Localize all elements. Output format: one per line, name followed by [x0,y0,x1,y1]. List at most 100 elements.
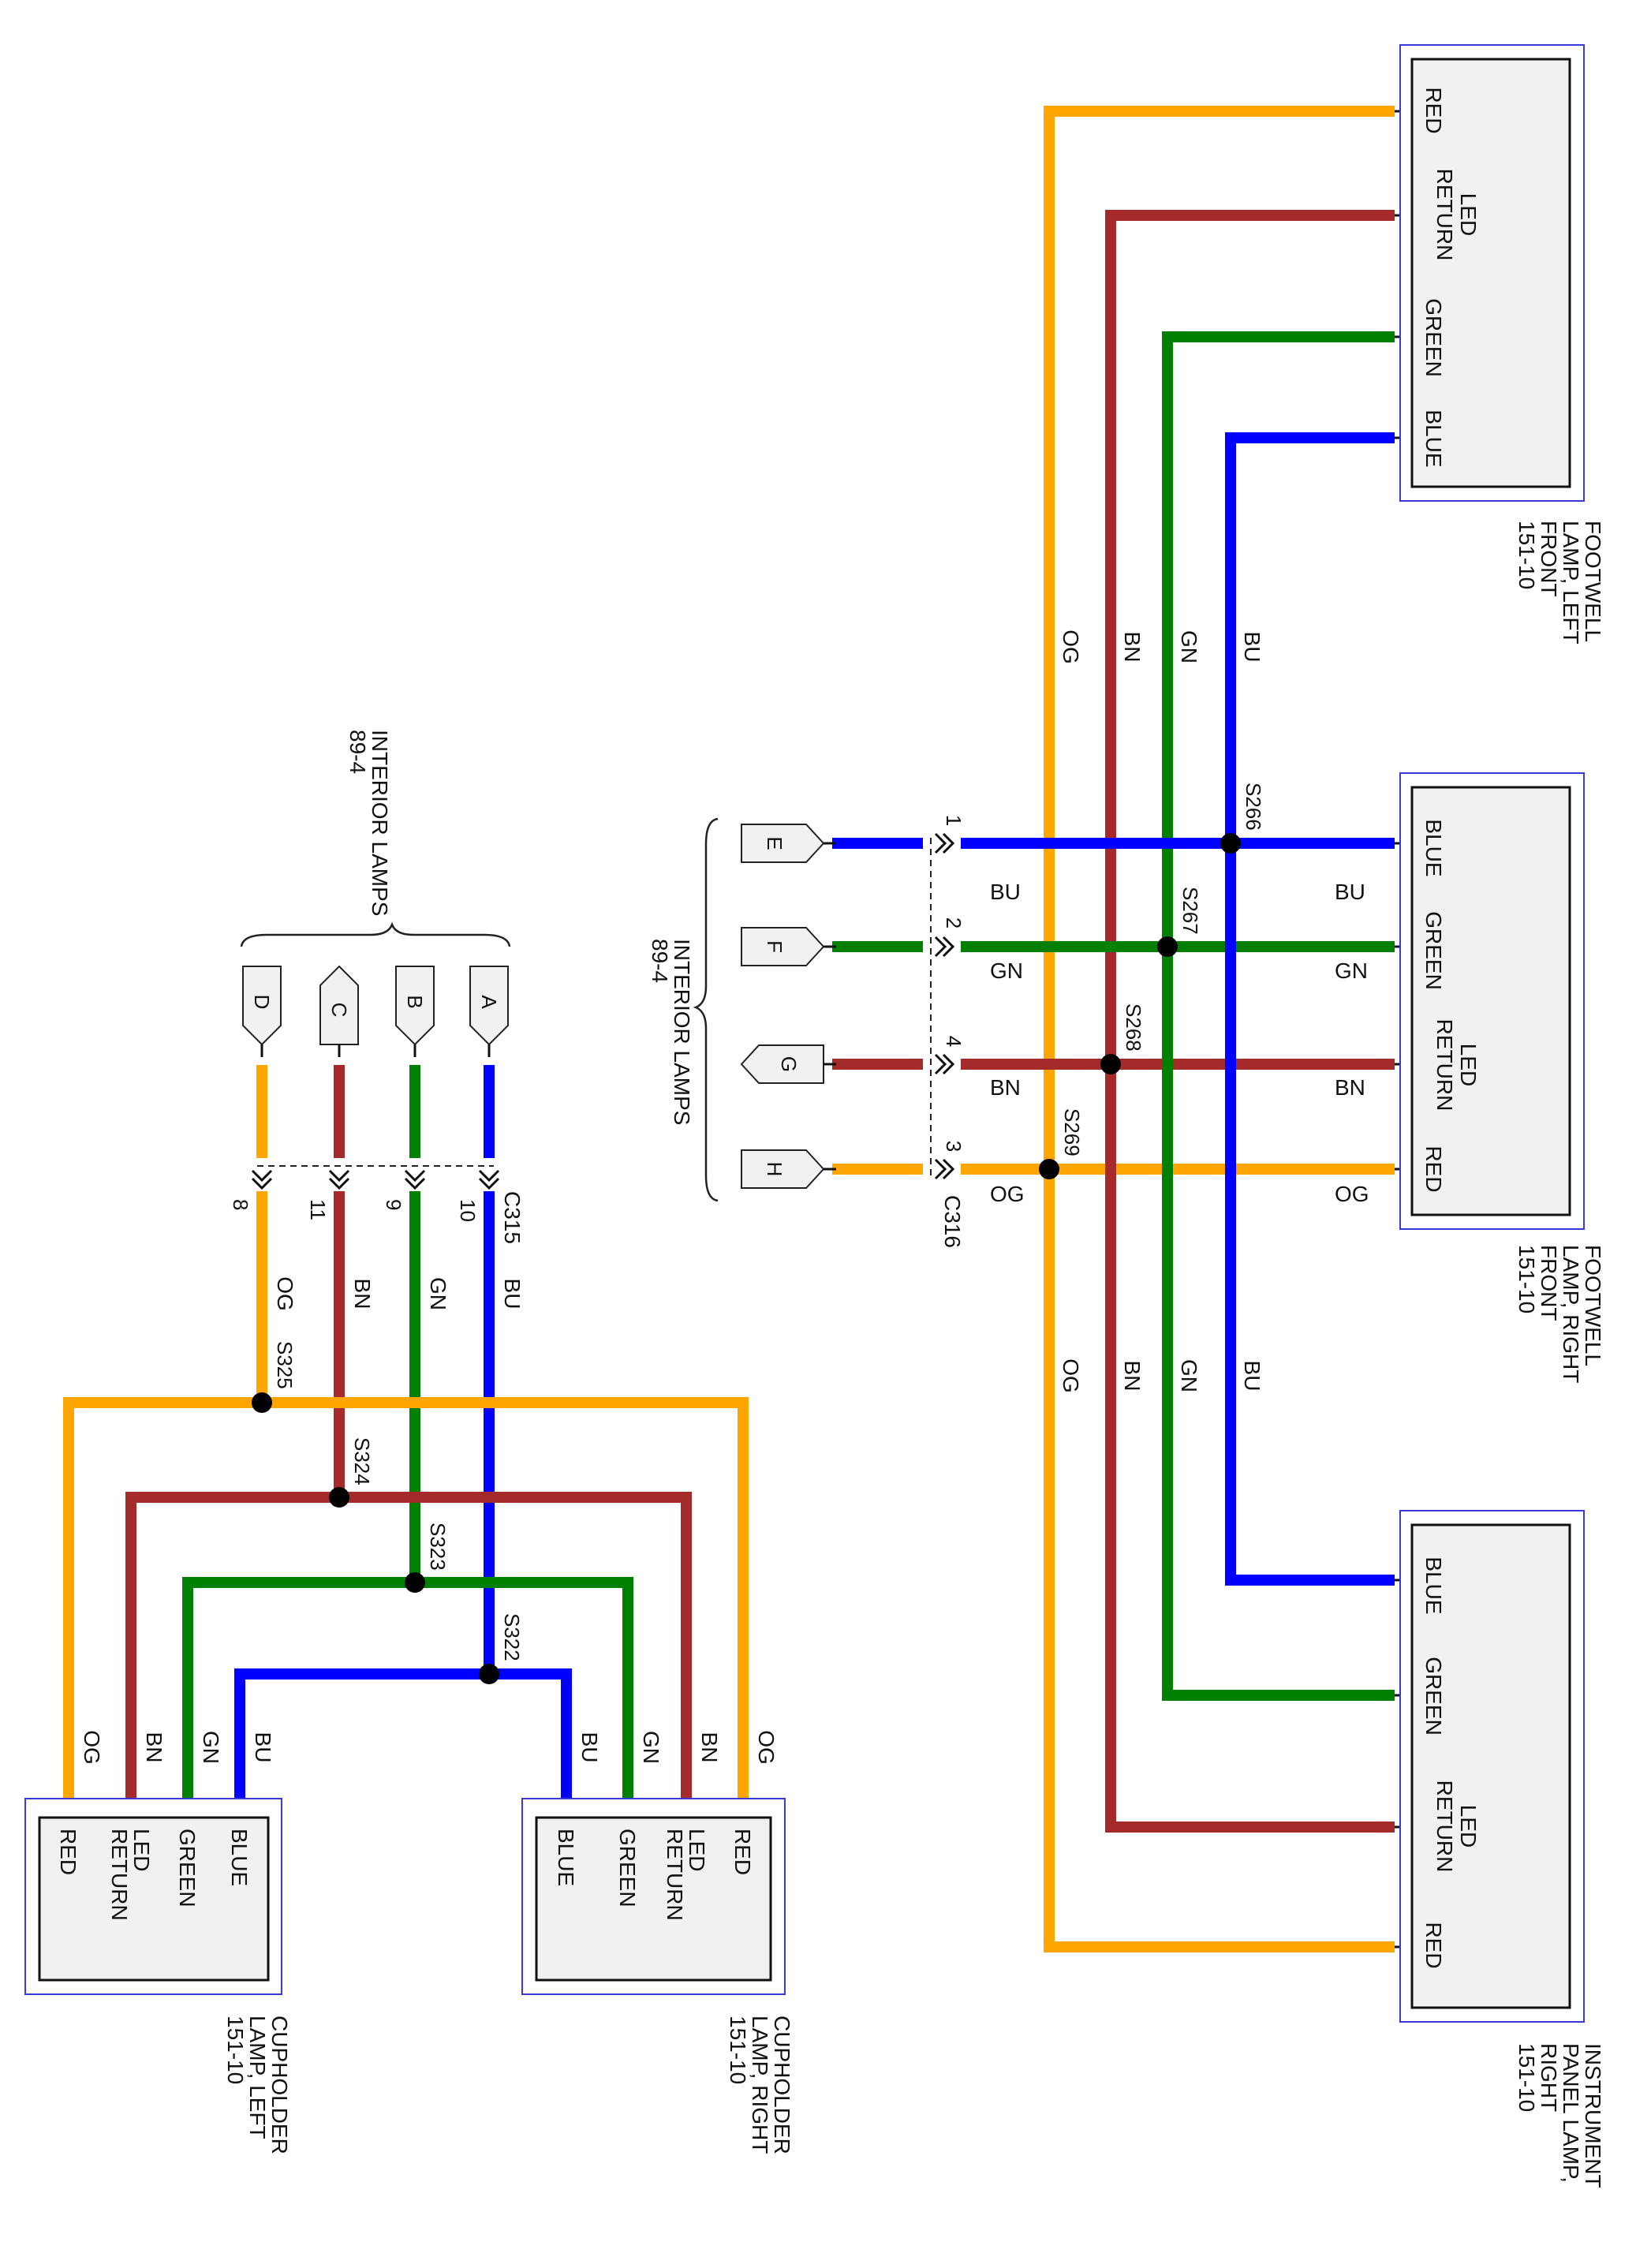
pin-label-red: RED [1421,1922,1446,1968]
pin-label-blue: BLUE [1421,819,1446,876]
c315-arrow [478,1169,500,1183]
splice-s266 [1220,833,1241,854]
wire-code-bu: BU [500,1279,525,1310]
wire-code-og: OG [1335,1182,1369,1206]
pin-label-blue: BLUE [227,1829,252,1886]
c316-label: C316 [940,1195,965,1248]
splice-s325 [252,1392,272,1413]
wire-code-og: OG [1059,1358,1083,1393]
splice-s323-label: S323 [426,1523,450,1571]
instrument-panel-right-label: INSTRUMENT PANEL LAMP, RIGHT 151-10 [1515,2043,1605,2188]
splice-s324-label: S324 [350,1437,374,1485]
c315-pin-number: 9 [382,1199,405,1210]
pin-label-green: GREEN [1421,298,1446,377]
c315-arrow [404,1169,426,1183]
wire-gn-trunk [1162,331,1395,1701]
c316-pin-e-shape [741,824,825,863]
c315-label: C315 [500,1191,525,1244]
wire-code-og: OG [80,1730,104,1765]
wire-og-trunk [1044,106,1395,1952]
c316-pin-number: 3 [942,1141,966,1152]
svg-text:FOOTWELL: FOOTWELL [1581,521,1605,642]
cupholder-right-box-inner [535,1816,772,1982]
c315-pin-d-label: D [250,995,274,1010]
pin-label-return: RETURN [107,1829,132,1921]
c316-arrow [942,1158,955,1180]
wire-bn-cupholders [125,1492,692,1805]
splice-s269 [1039,1159,1059,1179]
c316-pin-h-shape [741,1149,825,1189]
c316-pin-number: 2 [942,917,966,928]
svg-text:INSTRUMENT: INSTRUMENT [1581,2043,1605,2188]
pin-label-led: LED [129,1829,154,1871]
c316-pin-f-shape [741,927,825,966]
c316-arrow [934,1158,947,1180]
wire-code-bu: BU [1240,632,1264,663]
c316-pin-h-label: H [763,1162,786,1177]
wire-bu-cupholders [234,1668,572,1805]
c315-pin-b-shape [395,966,435,1046]
svg-text:FRONT: FRONT [1537,1245,1561,1321]
wire-bn-trunk [1105,210,1395,1833]
pin-label-red: RED [1421,87,1446,133]
pin-label-blue: BLUE [1421,1556,1446,1614]
c316-arrow [934,1053,947,1075]
splice-s266-label: S266 [1242,783,1265,831]
svg-text:RIGHT: RIGHT [1537,2043,1561,2112]
wire-code-og: OG [754,1730,779,1765]
c316-arrow [934,936,947,958]
c316-arrow [942,936,955,958]
wire-code-gn: GN [639,1731,663,1764]
wire-code-bn: BN [1120,632,1145,663]
splice-s325-label: S325 [273,1341,297,1389]
wire-code-gn: GN [990,958,1023,983]
wire-code-og: OG [990,1182,1025,1206]
c316-arrow [934,832,947,854]
splice-s269-label: S269 [1060,1108,1084,1156]
wire-code-bu: BU [577,1732,602,1763]
c316-interior-lamps-label: INTERIOR LAMPS 89-4 [648,939,694,1125]
svg-text:CUPHOLDER: CUPHOLDER [267,2016,292,2154]
c316-arrow [942,1053,955,1075]
c315-pin-c-label: C [327,1003,351,1018]
pin-label-return: RETURN [1432,169,1457,261]
wire-bu-trunk [1225,432,1395,1586]
svg-text:89-4: 89-4 [648,939,672,983]
c316-arrow [942,832,955,854]
wire-code-gn: GN [1177,1359,1201,1392]
svg-text:INTERIOR LAMPS: INTERIOR LAMPS [670,939,694,1125]
splice-s267 [1157,936,1178,957]
c315-pin-a-shape [469,966,509,1046]
pin-label-led: LED [1456,1044,1481,1086]
splice-s323 [405,1572,425,1593]
wire-code-gn: GN [1177,630,1201,663]
pin-label-return: RETURN [663,1829,687,1921]
c315-pin-number: 8 [229,1199,252,1210]
wire-code-bn: BN [142,1732,166,1763]
svg-text:FRONT: FRONT [1537,521,1561,596]
cupholder-left-label: CUPHOLDER LAMP, LEFT 151-10 [223,2016,292,2154]
wire-code-bu: BU [990,880,1021,904]
pin-label-green: GREEN [615,1829,640,1907]
wire-code-bn: BN [1120,1361,1145,1392]
svg-text:LAMP, LEFT: LAMP, LEFT [1559,521,1583,645]
c316-pin-number: 4 [942,1036,966,1047]
svg-text:LAMP, RIGHT: LAMP, RIGHT [748,2016,772,2154]
pin-label-blue: BLUE [554,1829,578,1886]
wire-code-bu: BU [1335,880,1365,904]
c316-pin-number: 1 [942,815,966,826]
c316-brace [693,817,719,1202]
footwell-right-box-inner [1410,786,1571,1216]
svg-text:151-10: 151-10 [1515,1245,1539,1313]
wire-og-cupholders [63,1397,749,1805]
wire-code-bn: BN [350,1279,375,1310]
svg-text:151-10: 151-10 [726,2016,750,2084]
c316-pin-g-shape [740,1044,824,1084]
c315-arrow [404,1177,426,1190]
svg-text:FOOTWELL: FOOTWELL [1581,1245,1605,1366]
wire-code-bn: BN [1335,1075,1365,1100]
svg-text:151-10: 151-10 [223,2016,248,2084]
c316-pin-f-label: F [763,940,786,953]
c315-arrow [478,1177,500,1190]
